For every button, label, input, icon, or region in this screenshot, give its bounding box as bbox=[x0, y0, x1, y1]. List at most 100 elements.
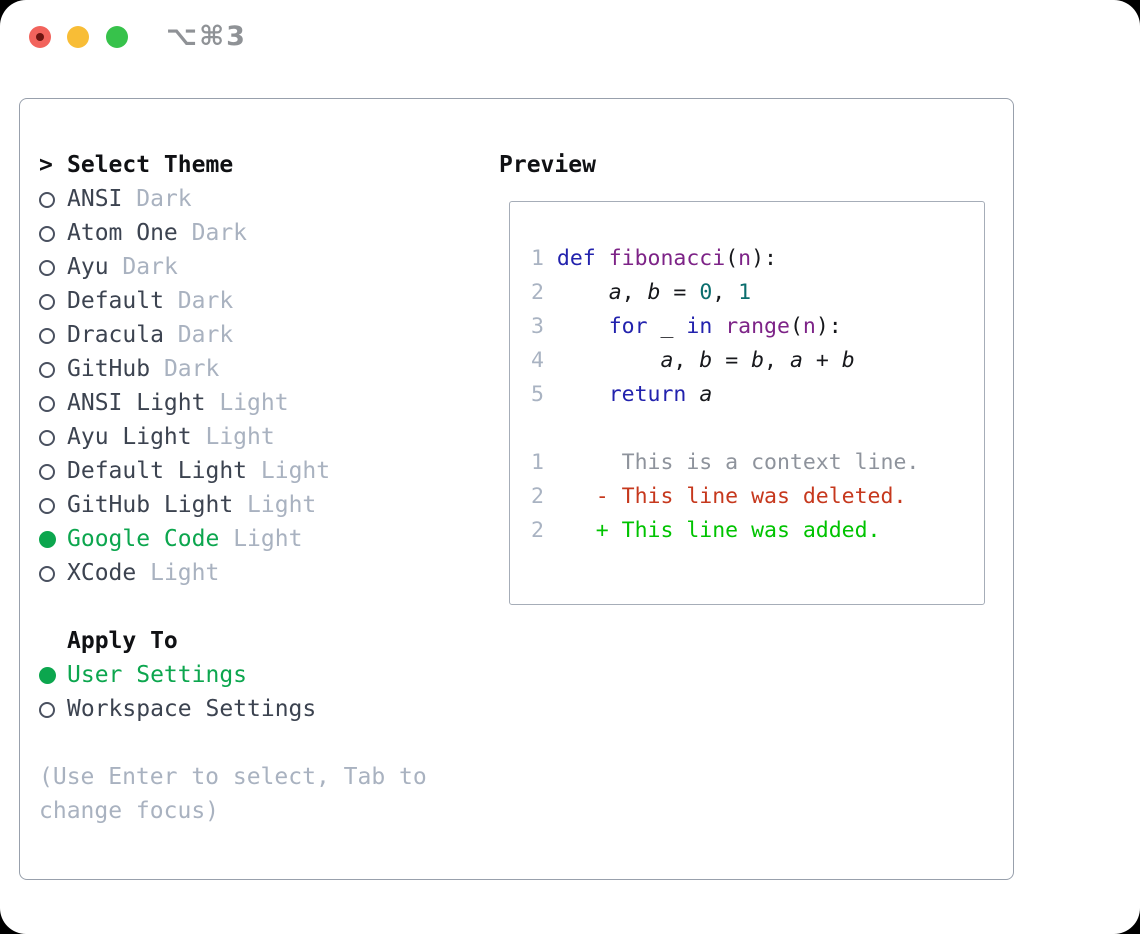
theme-name: Default Light bbox=[67, 458, 248, 484]
theme-variant: Light bbox=[205, 424, 275, 450]
theme-option[interactable]: Dracula Dark bbox=[39, 318, 427, 352]
theme-option[interactable]: ANSI Light Light bbox=[39, 386, 427, 420]
code-text bbox=[686, 382, 699, 407]
code-text: ( bbox=[789, 314, 803, 339]
line-number: 2 bbox=[531, 484, 544, 509]
code-text bbox=[712, 314, 725, 339]
prompt-caret: > bbox=[39, 152, 53, 178]
context-line-text: This is a context line. bbox=[621, 450, 920, 475]
code-line: 3 for _ in range(n): bbox=[531, 310, 919, 344]
radio-unselected-icon bbox=[39, 318, 67, 352]
variable-name: b bbox=[841, 348, 855, 373]
code-text: ( bbox=[725, 246, 739, 271]
select-theme-heading: Select Theme bbox=[67, 152, 234, 178]
theme-variant: Light bbox=[233, 526, 303, 552]
theme-variant: Dark bbox=[177, 288, 234, 314]
apply-to-option[interactable]: User Settings bbox=[39, 658, 427, 692]
close-button[interactable] bbox=[29, 26, 51, 48]
keyword: for bbox=[608, 314, 648, 339]
theme-option[interactable]: ANSI Dark bbox=[39, 182, 427, 216]
code-text: , bbox=[764, 348, 790, 373]
keyword: return bbox=[608, 382, 687, 407]
line-number: 2 bbox=[531, 518, 544, 543]
theme-variant: Dark bbox=[191, 220, 248, 246]
theme-name: Ayu bbox=[67, 254, 109, 280]
code-line: 1 This is a context line. bbox=[531, 446, 919, 480]
theme-variant: Dark bbox=[163, 356, 220, 382]
radio-unselected-icon bbox=[39, 182, 67, 216]
theme-name: Google Code bbox=[67, 526, 220, 552]
code-text bbox=[544, 518, 596, 543]
code-line: 2 - This line was deleted. bbox=[531, 480, 919, 514]
radio-unselected-icon bbox=[39, 250, 67, 284]
apply-to-header: Apply To bbox=[39, 624, 427, 658]
minimize-button[interactable] bbox=[67, 26, 89, 48]
preview-heading: Preview bbox=[499, 152, 596, 178]
code-text: , bbox=[712, 280, 739, 305]
theme-name: ANSI Light bbox=[67, 390, 206, 416]
theme-variant: Light bbox=[260, 458, 331, 484]
theme-option[interactable]: Default Light Light bbox=[39, 454, 427, 488]
apply-to-heading: Apply To bbox=[67, 628, 178, 654]
code-text: = bbox=[660, 280, 700, 305]
theme-name: GitHub bbox=[67, 356, 151, 382]
line-number: 4 bbox=[531, 348, 544, 373]
titlebar: ⌥⌘3 bbox=[0, 0, 1140, 74]
theme-option[interactable]: GitHub Dark bbox=[39, 352, 427, 386]
variable-name: b bbox=[647, 280, 661, 305]
line-number: 3 bbox=[531, 314, 544, 339]
apply-to-option[interactable]: Workspace Settings bbox=[39, 692, 427, 726]
code-line: 2 a, b = 0, 1 bbox=[531, 276, 919, 310]
variable-name: a bbox=[608, 280, 622, 305]
code-text: = bbox=[712, 348, 752, 373]
radio-unselected-icon bbox=[39, 216, 67, 250]
close-dot-icon bbox=[36, 33, 44, 41]
radio-unselected-icon bbox=[39, 284, 67, 318]
added-line-text: + This line was added. bbox=[595, 518, 881, 543]
radio-selected-icon bbox=[39, 522, 67, 556]
code-text: , bbox=[621, 280, 648, 305]
theme-option[interactable]: XCode Light bbox=[39, 556, 427, 590]
theme-name: GitHub Light bbox=[67, 492, 234, 518]
theme-option[interactable]: Default Dark bbox=[39, 284, 427, 318]
theme-variant: Light bbox=[219, 390, 289, 416]
theme-name: Dracula bbox=[67, 322, 164, 348]
code-text bbox=[544, 484, 596, 509]
theme-option[interactable]: Atom One Dark bbox=[39, 216, 427, 250]
line-number: 5 bbox=[531, 382, 544, 407]
apply-to-label: Workspace Settings bbox=[67, 696, 317, 722]
radio-unselected-icon bbox=[39, 420, 67, 454]
number-literal: 0 bbox=[699, 280, 713, 305]
zoom-button[interactable] bbox=[106, 26, 128, 48]
theme-variant: Dark bbox=[136, 186, 192, 212]
function-name: n bbox=[738, 246, 752, 271]
code-text: ): bbox=[751, 246, 777, 271]
keyword: in bbox=[686, 314, 713, 339]
code-line: 5 return a bbox=[531, 378, 919, 412]
theme-option[interactable]: Ayu Dark bbox=[39, 250, 427, 284]
variable-name: b bbox=[699, 348, 713, 373]
theme-option[interactable]: Google Code Light bbox=[39, 522, 427, 556]
code-text bbox=[544, 314, 609, 339]
code-line: 4 a, b = b, a + b bbox=[531, 344, 919, 378]
select-theme-header: > Select Theme bbox=[39, 148, 427, 182]
code-text bbox=[544, 450, 622, 475]
theme-variant: Dark bbox=[122, 254, 178, 280]
spacer bbox=[39, 590, 427, 624]
spacer bbox=[39, 726, 427, 760]
code-text bbox=[596, 246, 609, 271]
hint-text-line-1: (Use Enter to select, Tab to bbox=[39, 764, 427, 790]
theme-variant: Dark bbox=[177, 322, 234, 348]
theme-option[interactable]: GitHub Light Light bbox=[39, 488, 427, 522]
code-text bbox=[544, 382, 609, 407]
variable-name: a bbox=[699, 382, 713, 407]
theme-variant: Light bbox=[247, 492, 317, 518]
variable-name: a bbox=[789, 348, 803, 373]
code-text: ): bbox=[815, 314, 842, 339]
theme-option[interactable]: Ayu Light Light bbox=[39, 420, 427, 454]
